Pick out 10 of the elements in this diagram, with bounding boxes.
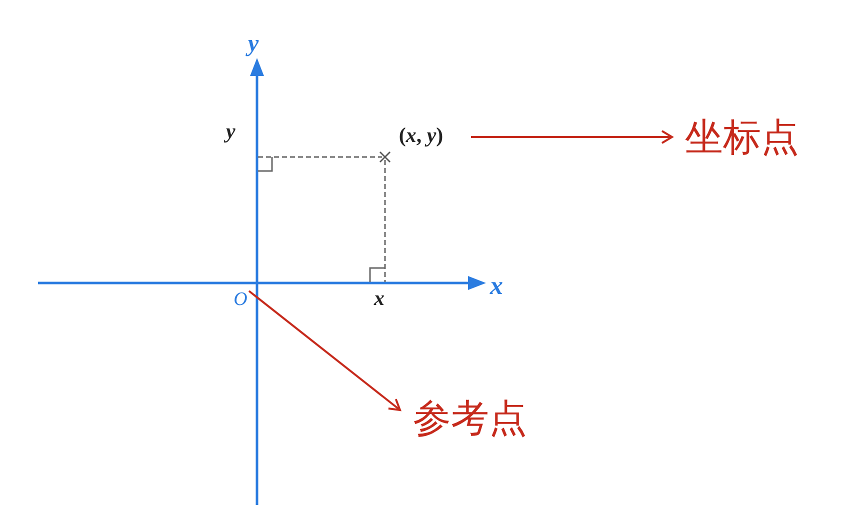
- tick-label: y: [226, 119, 236, 144]
- point-label: (x, y): [383, 121, 459, 149]
- origin-label: O: [232, 289, 249, 311]
- arrow: [248, 290, 401, 411]
- arrow: [471, 130, 673, 144]
- axis-label: x: [490, 270, 503, 302]
- callout-text: 坐标点: [672, 112, 812, 162]
- callout-text: 参考点: [400, 392, 540, 444]
- axis-label: y: [248, 30, 259, 59]
- tick-label: x: [374, 286, 384, 312]
